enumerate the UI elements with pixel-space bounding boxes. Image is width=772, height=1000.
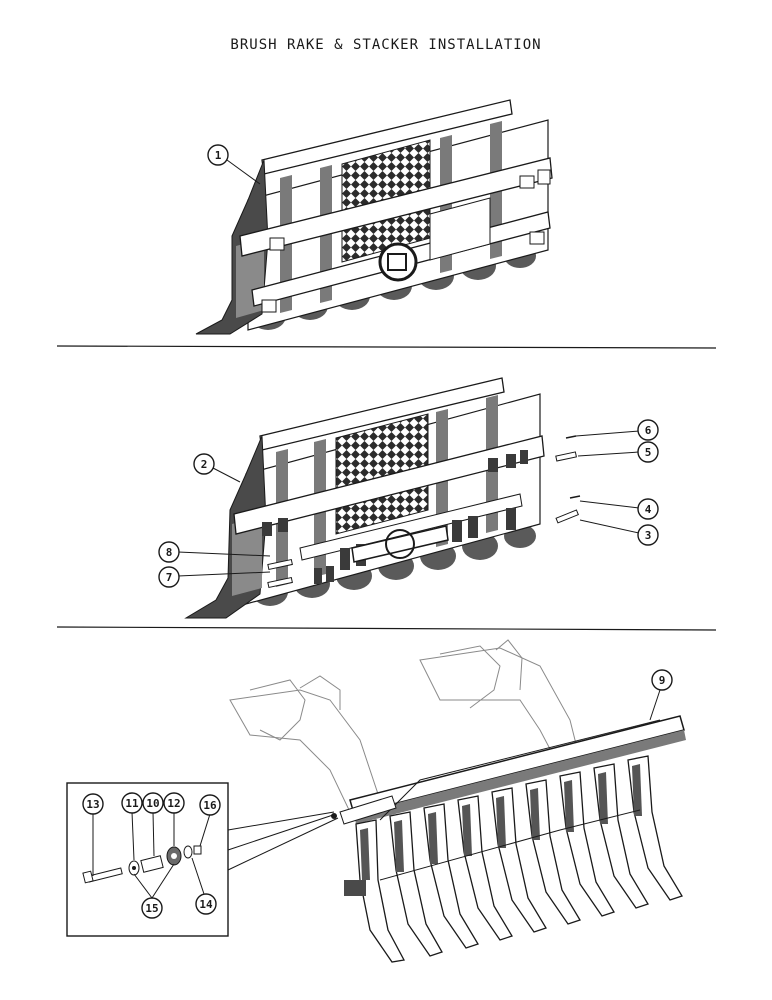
callout-11: 11	[125, 797, 139, 810]
callout-15: 15	[145, 902, 158, 915]
callout-16: 16	[203, 799, 217, 812]
callout-2: 2	[201, 458, 208, 471]
callout-14: 14	[199, 898, 213, 911]
callout-3: 3	[645, 529, 652, 542]
callout-10: 10	[146, 797, 159, 810]
section-divider	[56, 626, 717, 631]
callout-6: 6	[645, 424, 652, 437]
callout-1: 1	[215, 149, 222, 162]
callout-8: 8	[166, 546, 173, 559]
page-title: BRUSH RAKE & STACKER INSTALLATION	[230, 37, 542, 53]
callout-5: 5	[645, 446, 652, 459]
callout-13: 13	[86, 798, 99, 811]
brush-rake-illustration	[229, 639, 686, 963]
callout-4: 4	[645, 503, 652, 516]
section-divider	[56, 345, 717, 349]
bolt-assembly	[82, 845, 202, 884]
callout-7: 7	[166, 571, 173, 584]
callout-9: 9	[659, 674, 666, 687]
stacker-frame-illustration	[195, 99, 553, 335]
stacker-frame-with-mounts-illustration	[184, 377, 581, 619]
callout-12: 12	[167, 797, 180, 810]
